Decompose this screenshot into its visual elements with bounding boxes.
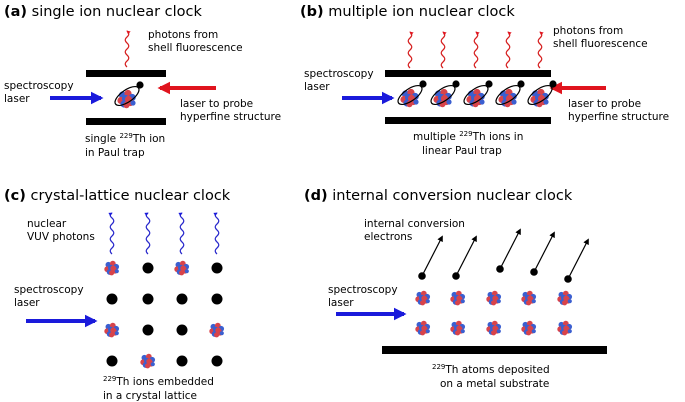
- thorium-ion-icon: [104, 322, 120, 338]
- electron-icon: [496, 228, 521, 273]
- shell-photon-icon: [537, 31, 544, 69]
- panel-c-title: (c) crystal-lattice nuclear clock: [4, 188, 231, 204]
- thorium-atom-icon: [415, 290, 431, 306]
- metal-substrate: [382, 346, 607, 354]
- lattice-atom: [176, 324, 188, 336]
- thorium-atom-icon: [415, 320, 431, 336]
- conversion-electrons: [418, 228, 589, 283]
- panel-a: (a) single ion nuclear clock photons fro…: [4, 4, 281, 159]
- shell-photon-icon: [505, 31, 512, 69]
- shell-photon-icon: [473, 31, 480, 69]
- shell-photon-icon: [407, 31, 414, 69]
- deposited-atoms: [415, 290, 573, 336]
- thorium-ion-chain: [397, 80, 557, 108]
- thorium-atom-icon: [486, 320, 502, 336]
- thorium-atom-icon: [557, 290, 573, 306]
- vuv-photon-icon: [178, 212, 185, 255]
- panel-d: (d) internal conversion nuclear clock in…: [304, 188, 607, 390]
- thorium-atom-icon: [486, 290, 502, 306]
- lattice-atom: [106, 293, 118, 305]
- electron-icon: [418, 235, 443, 280]
- thorium-ion-icon: [114, 81, 144, 109]
- shell-photon-icon: [440, 31, 447, 69]
- thorium-ion-icon: [495, 80, 525, 108]
- panel-d-title: (d) internal conversion nuclear clock: [304, 188, 573, 204]
- lattice-atom: [176, 355, 188, 367]
- thorium-ion-icon: [140, 353, 156, 369]
- electron-icon: [564, 238, 589, 283]
- panel-b-caption-line2: linear Paul trap: [422, 145, 502, 157]
- thorium-ion-icon: [430, 80, 460, 108]
- thorium-atom-icon: [521, 320, 537, 336]
- trap-electrode-top: [86, 70, 166, 77]
- panel-c-caption-line2: in a crystal lattice: [103, 390, 197, 402]
- panel-b-title: (b) multiple ion nuclear clock: [300, 4, 515, 20]
- linear-trap-electrode-top: [385, 70, 551, 77]
- thorium-ion-icon: [104, 260, 120, 276]
- lattice-atom: [211, 293, 223, 305]
- panel-a-title: (a) single ion nuclear clock: [4, 4, 202, 20]
- thorium-ion-icon: [527, 80, 557, 108]
- lattice-atom: [211, 262, 223, 274]
- panel-a-caption-line1: single 229Th ion: [85, 132, 165, 145]
- trap-electrode-bottom: [86, 118, 166, 125]
- thorium-ion-icon: [397, 80, 427, 108]
- panel-c-caption-line1: 229Th ions embedded: [103, 375, 214, 388]
- vuv-photon-icons: [108, 212, 220, 255]
- electron-icon: [452, 235, 477, 280]
- thorium-atom-icon: [557, 320, 573, 336]
- vuv-photon-icon: [144, 212, 151, 255]
- shell-photon-icons: [407, 31, 544, 69]
- panel-a-caption-line2: in Paul trap: [85, 147, 145, 159]
- panel-d-caption-line2: on a metal substrate: [440, 378, 549, 390]
- thorium-ion-icon: [174, 260, 190, 276]
- thorium-atom-icon: [521, 290, 537, 306]
- panel-b-caption-line1: multiple 229Th ions in: [413, 130, 523, 143]
- panel-d-caption-line1: 229Th atoms deposited: [432, 363, 550, 376]
- vuv-photon-icon: [213, 212, 220, 255]
- linear-trap-electrode-bottom: [385, 117, 551, 124]
- panel-c: (c) crystal-lattice nuclear clock nuclea…: [4, 188, 231, 402]
- lattice-atom: [211, 355, 223, 367]
- vuv-photon-icon: [108, 212, 115, 255]
- electron-icon: [530, 231, 555, 276]
- thorium-atom-icon: [450, 320, 466, 336]
- shell-photon-icon: [124, 30, 131, 68]
- thorium-ion-icon: [463, 80, 493, 108]
- panel-b: (b) multiple ion nuclear clock photons f…: [300, 4, 669, 157]
- lattice-atom: [142, 262, 154, 274]
- lattice-atom: [176, 293, 188, 305]
- thorium-ion-icon: [209, 322, 225, 338]
- thorium-atom-icon: [450, 290, 466, 306]
- lattice-atom: [142, 293, 154, 305]
- lattice-atom: [142, 324, 154, 336]
- crystal-lattice: [104, 260, 225, 369]
- lattice-atom: [106, 355, 118, 367]
